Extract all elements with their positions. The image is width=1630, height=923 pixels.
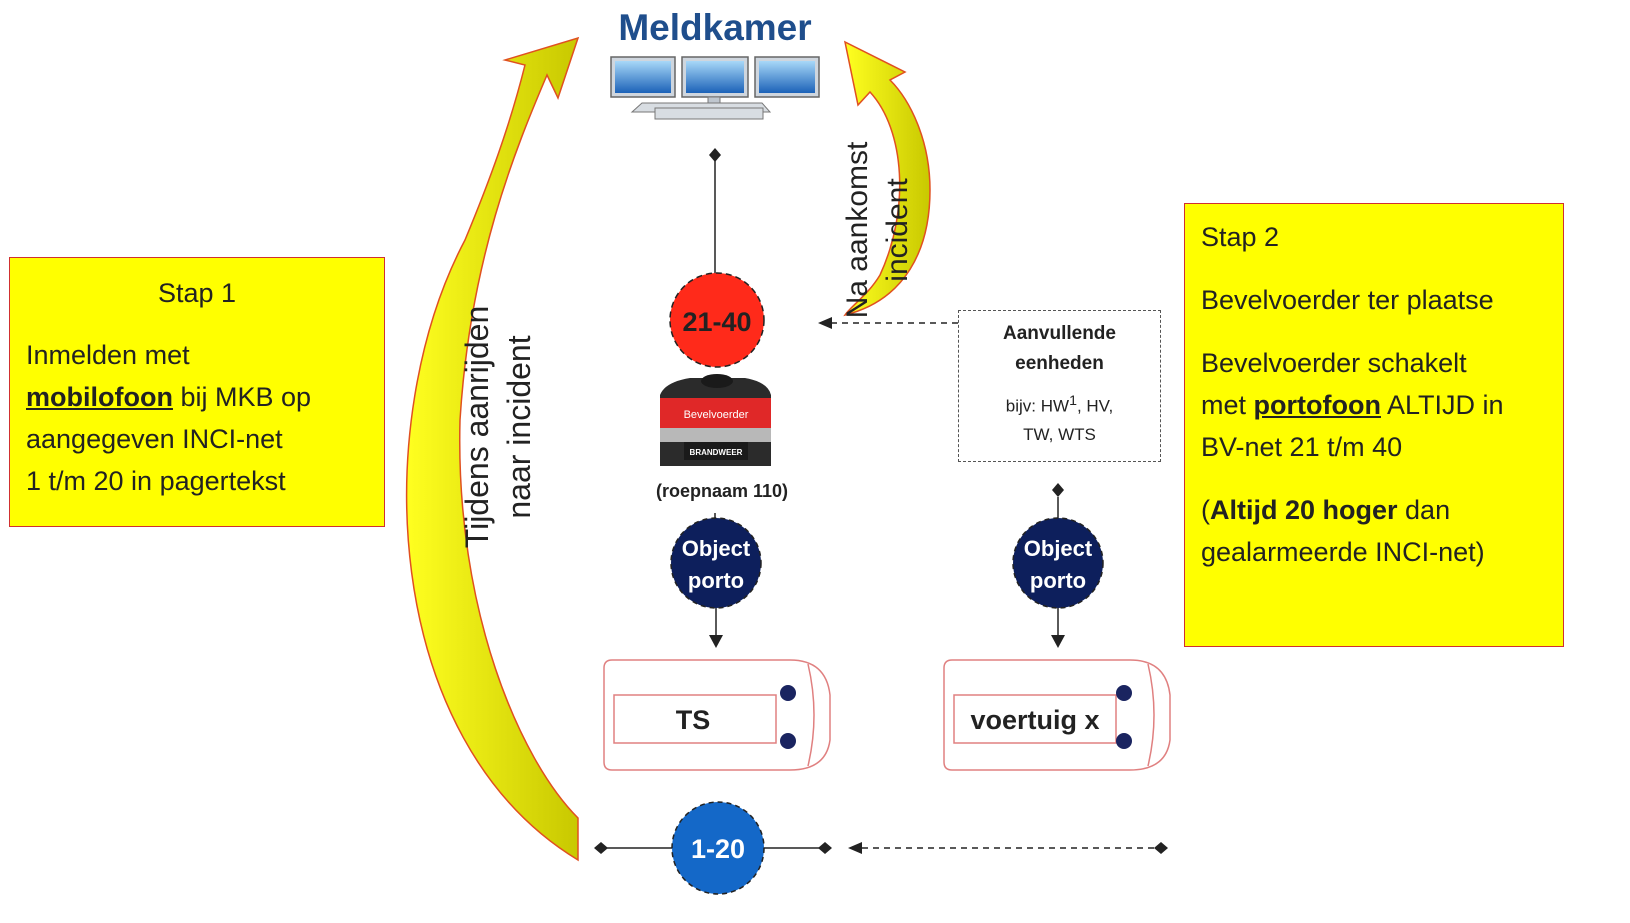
example-prefix: bijv: HW <box>1005 396 1070 416</box>
step1-mobilofoon: mobilofoon <box>26 382 173 412</box>
step2-box: Stap 2 Bevelvoerder ter plaatse Bevelvoe… <box>1184 203 1564 647</box>
example-sup: 1 <box>1069 393 1077 409</box>
vehicle-ts-label: TS <box>676 705 711 735</box>
step2-line5-rest: dan <box>1397 495 1451 525</box>
commander-icon: Bevelvoerder BRANDWEER <box>660 374 771 466</box>
arrow-left-label-line1: Tijdens aanrijden <box>459 305 495 549</box>
step2-line5-open: ( <box>1201 495 1210 525</box>
example-rest: , HV, <box>1076 396 1114 416</box>
step2-title: Stap 2 <box>1201 222 1280 252</box>
vehicle-x <box>943 659 1171 771</box>
step2-portofoon: portofoon <box>1253 390 1381 420</box>
step2-line5: (Altijd 20 hoger dan <box>1201 489 1547 531</box>
bv-net-label: 21-40 <box>682 307 751 337</box>
step2-line3: met portofoon ALTIJD in <box>1201 384 1547 426</box>
additional-units-examples: bijv: HW1, HV, TW, WTS <box>959 387 1160 449</box>
additional-units-title-line2: eenheden <box>1015 353 1104 374</box>
step2-line3-rest: ALTIJD in <box>1380 390 1504 420</box>
monitors-icon <box>610 56 820 120</box>
object-porto-left-line2: porto <box>688 568 744 593</box>
arrow-right-label: Na aankomst incident <box>838 130 918 330</box>
additional-units-example-line2: TW, WTS <box>1023 424 1096 444</box>
object-porto-circle-right <box>1012 517 1104 609</box>
vehicle-x-label: voertuig x <box>970 705 1099 735</box>
bv-net-circle <box>669 272 765 368</box>
inci-net-circle <box>671 801 765 895</box>
arrowhead-bv <box>818 317 832 329</box>
step1-line3: aangegeven INCI-net <box>26 424 283 454</box>
arrow-na-aankomst <box>843 40 931 317</box>
step2-line3-pre: met <box>1201 390 1254 420</box>
step1-line2: mobilofoon bij MKB op <box>26 376 368 418</box>
step1-title: Stap 1 <box>157 278 237 308</box>
step2-altijd-hoger: Altijd 20 hoger <box>1210 495 1398 525</box>
arrow-tijdens-aanrijden <box>405 36 580 862</box>
object-porto-right-line1: Object <box>1024 536 1093 561</box>
arrow-right-label-line2: incident <box>881 178 914 282</box>
inci-net-label: 1-20 <box>691 834 745 864</box>
step2-line2: Bevelvoerder schakelt <box>1201 348 1467 378</box>
arrow-left-label-line2: naar incident <box>501 335 537 519</box>
object-porto-circle-left <box>670 517 762 609</box>
object-porto-right-line2: porto <box>1030 568 1086 593</box>
step1-line2-rest: bij MKB op <box>172 382 312 412</box>
additional-units-example-line1: bijv: HW1, HV, <box>959 387 1160 421</box>
step1-box: Stap 1 Inmelden met mobilofoon bij MKB o… <box>9 257 385 527</box>
diamond-top <box>709 148 721 162</box>
step2-line1: Bevelvoerder ter plaatse <box>1201 285 1494 315</box>
arrow-left-label: Tijdens aanrijden naar incident <box>456 277 540 577</box>
step2-line4: BV-net 21 t/m 40 <box>1201 432 1403 462</box>
additional-units-title-line1: Aanvullende <box>1003 323 1116 344</box>
commander-band-label: BRANDWEER <box>690 448 743 457</box>
title: Meldkamer <box>618 7 811 48</box>
additional-units-title: Aanvullende eenheden <box>959 319 1160 379</box>
step2-line6: gealarmeerde INCI-net) <box>1201 537 1485 567</box>
additional-units-box: Aanvullende eenheden bijv: HW1, HV, TW, … <box>958 310 1161 462</box>
arrow-right-label-line1: Na aankomst <box>841 141 874 319</box>
diamond-right <box>1052 483 1064 497</box>
vehicle-ts <box>603 659 831 771</box>
commander-callsign: (roepnaam 110) <box>656 481 788 501</box>
step1-line4: 1 t/m 20 in pagertekst <box>26 466 286 496</box>
commander-jacket-label: Bevelvoerder <box>684 409 749 421</box>
step1-line1: Inmelden met <box>26 340 190 370</box>
object-porto-left-line1: Object <box>682 536 751 561</box>
